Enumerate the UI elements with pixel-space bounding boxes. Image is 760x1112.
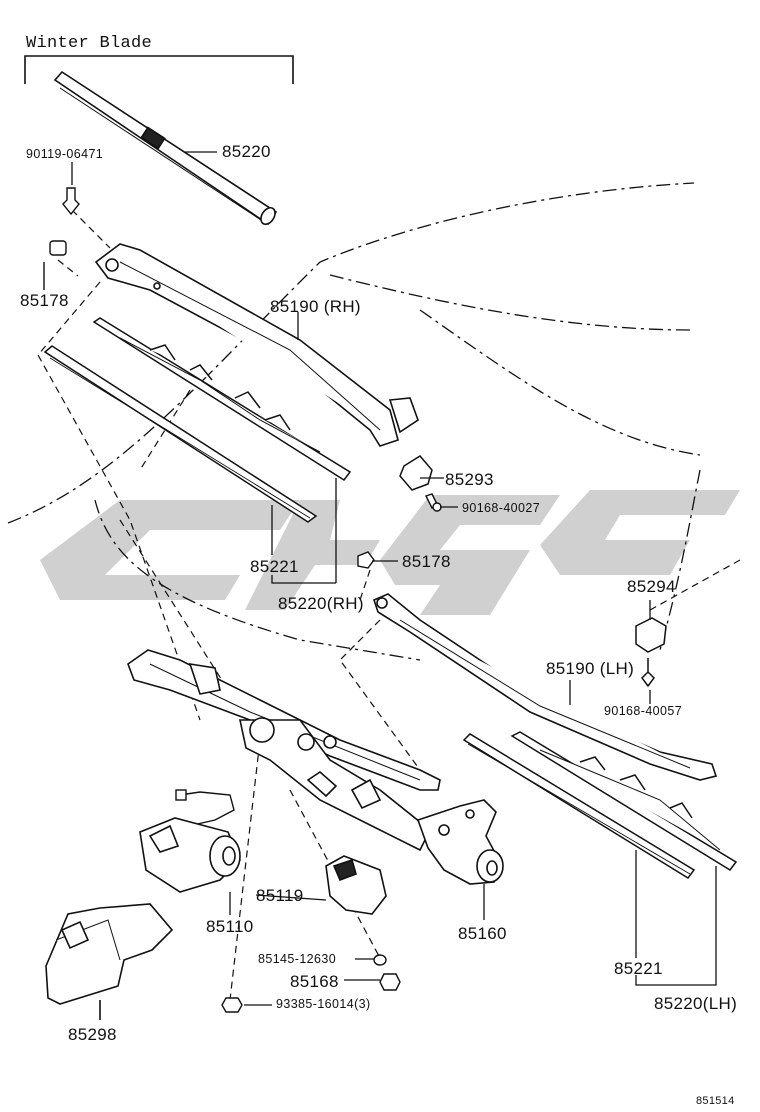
label-85221-left: 85221: [250, 557, 299, 576]
label-90168-40027: 90168-40027: [462, 501, 541, 515]
label-85220-top: 85220: [222, 142, 271, 161]
motor-85160: [416, 799, 504, 885]
washer-85145: [373, 954, 387, 966]
winter-blade-title: Winter Blade: [26, 34, 153, 53]
rh-blade-callouts: [271, 478, 337, 584]
cover-85119: [325, 855, 387, 915]
label-85168: 85168: [290, 972, 339, 991]
wiper-arm-lh: [373, 593, 718, 781]
label-85178-left: 85178: [20, 291, 69, 310]
label-85160: 85160: [458, 924, 507, 943]
label-85110: 85110: [206, 917, 254, 936]
label-85220-lh: 85220(LH): [654, 994, 738, 1013]
wiper-blade-lh: [462, 731, 738, 879]
motor-85110: [139, 817, 241, 893]
winter-blade: [53, 70, 278, 226]
label-85145-12630: 85145-12630: [258, 952, 337, 966]
label-85294: 85294: [627, 577, 676, 596]
windshield-outline: [7, 182, 701, 661]
label-85119: 85119: [256, 886, 304, 905]
label-93385-16014: 93385-16014(3): [276, 997, 371, 1011]
wiper-linkage: [127, 649, 441, 852]
label-85190-rh: 85190 (RH): [270, 297, 361, 316]
watermark-logo: [40, 490, 740, 615]
drawing-id: 851514: [696, 1095, 735, 1107]
wiper-arm-rh: [94, 243, 419, 447]
cap-85294: [635, 617, 667, 688]
clip-90119: [62, 187, 80, 216]
label-90168-40057: 90168-40057: [604, 704, 683, 718]
leader-lines: [71, 151, 651, 1006]
label-90119-06471: 90119-06471: [26, 147, 104, 161]
lh-blade-callouts: [635, 850, 717, 986]
label-85293: 85293: [445, 470, 494, 489]
nut-85178-mid: [357, 551, 375, 569]
label-85190-lh: 85190 (LH): [546, 659, 635, 678]
label-85298: 85298: [68, 1025, 117, 1044]
label-85220-rh: 85220(RH): [278, 594, 364, 613]
wiper-blade-rh: [43, 317, 352, 523]
label-85178-mid: 85178: [402, 552, 451, 571]
cap-85293: [399, 455, 433, 491]
nut-93385: [221, 997, 243, 1013]
nut-85178-left: [43, 240, 67, 290]
label-85221-right: 85221: [614, 959, 663, 978]
lead-lines-dashed: [37, 209, 741, 1001]
winter-blade-bracket: [24, 55, 294, 84]
cover-85298: [45, 903, 174, 1020]
nut-85168: [379, 973, 401, 991]
